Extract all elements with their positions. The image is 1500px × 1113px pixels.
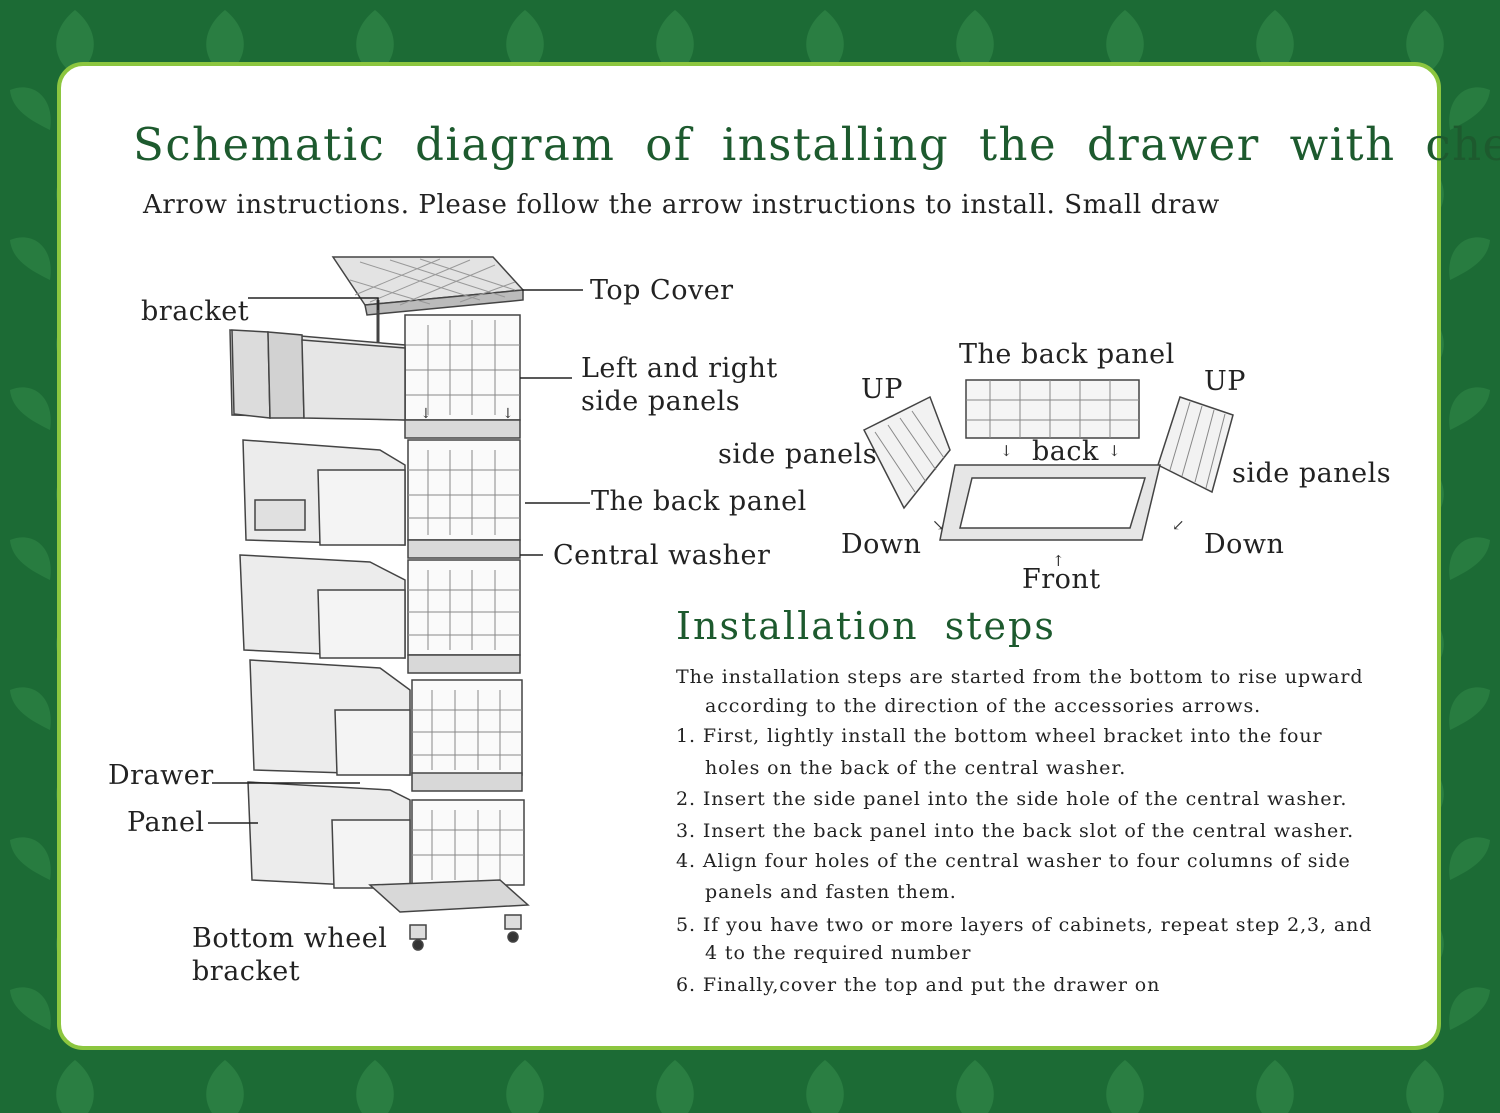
label-back-panel-right: The back panel: [959, 339, 1175, 370]
label-down-right: Down: [1204, 529, 1285, 560]
svg-text:↓: ↓: [502, 406, 514, 422]
svg-text:↓: ↓: [1108, 442, 1121, 460]
label-top-cover: Top Cover: [590, 275, 734, 306]
tier-5: [247, 781, 530, 913]
label-up-right: UP: [1204, 366, 1246, 397]
step-intro-2: according to the direction of the access…: [705, 695, 1262, 717]
step-6: 6. Finally,cover the top and put the dra…: [676, 974, 1161, 996]
step-1a: 1. First, lightly install the bottom whe…: [676, 725, 1323, 747]
label-down-left: Down: [841, 529, 922, 560]
step-4a: 4. Align four holes of the central washe…: [676, 850, 1351, 872]
exploded-panel-view: [862, 379, 1234, 541]
step-intro-1: The installation steps are started from …: [676, 666, 1364, 688]
page-title: Schematic diagram of installing the draw…: [133, 118, 1500, 171]
label-bottom-wheel-2: bracket: [192, 956, 301, 987]
label-back: back: [1032, 436, 1099, 467]
tier-2: [242, 439, 521, 559]
label-bracket: bracket: [141, 296, 250, 327]
label-side-panels-right: side panels: [1232, 458, 1392, 489]
steps-heading: Installation steps: [676, 604, 1056, 648]
content-card: [57, 62, 1441, 1050]
tier-3: [239, 554, 521, 674]
bottom-wheel-brackets: [409, 914, 522, 951]
step-3: 3. Insert the back panel into the back s…: [676, 820, 1355, 842]
tier-4: [249, 659, 523, 792]
svg-text:↙: ↙: [1172, 516, 1185, 534]
svg-text:↑: ↑: [1052, 552, 1065, 570]
step-2: 2. Insert the side panel into the side h…: [676, 788, 1348, 810]
label-central-washer: Central washer: [553, 540, 771, 571]
top-cover: [331, 256, 525, 316]
label-side-panels-left: side panels: [718, 439, 878, 470]
page-subtitle: Arrow instructions. Please follow the ar…: [143, 190, 1220, 220]
label-bottom-wheel-1: Bottom wheel: [192, 923, 388, 954]
tier-1: ↓ ↓: [229, 314, 521, 439]
label-left-right-1: Left and right: [581, 353, 778, 384]
step-5a: 5. If you have two or more layers of cab…: [676, 914, 1373, 936]
label-drawer: Drawer: [108, 760, 214, 791]
svg-text:↓: ↓: [420, 406, 432, 422]
step-1b: holes on the back of the central washer.: [705, 757, 1127, 779]
step-5b: 4 to the required number: [705, 942, 972, 964]
label-left-right-2: side panels: [581, 386, 741, 417]
callout-lines: [208, 289, 590, 824]
exploded-arrows: ↓ ↓ ↑ ↘ ↙: [932, 442, 1185, 570]
step-4b: panels and fasten them.: [705, 881, 957, 903]
label-up-left: UP: [861, 374, 903, 405]
label-front: Front: [1022, 564, 1101, 595]
label-panel: Panel: [127, 807, 205, 838]
label-back-panel-left: The back panel: [591, 486, 807, 517]
svg-text:↓: ↓: [1000, 442, 1013, 460]
svg-text:↘: ↘: [932, 516, 945, 534]
